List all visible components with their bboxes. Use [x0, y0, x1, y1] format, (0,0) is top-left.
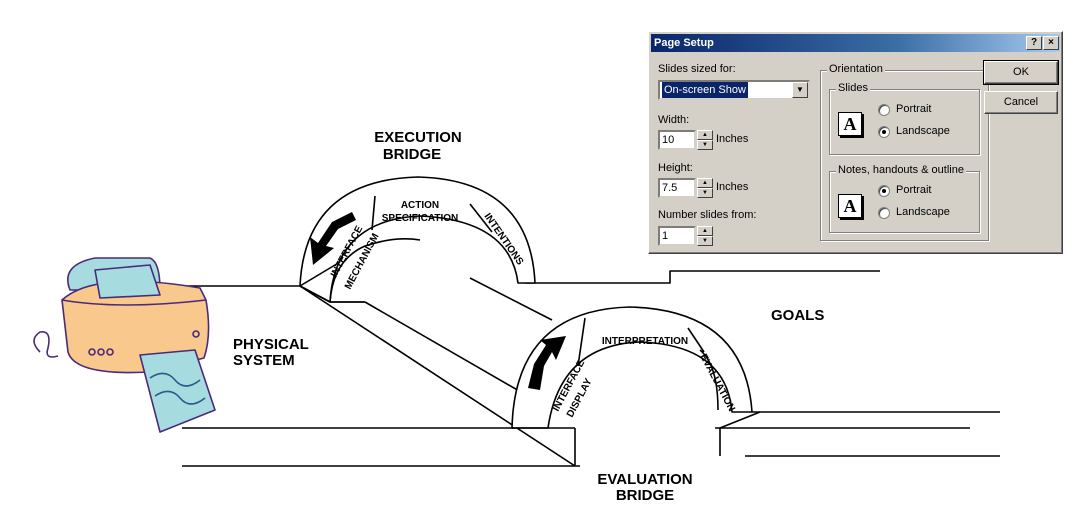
combo-arrow-icon[interactable]: ▼	[792, 82, 808, 98]
width-unit: Inches	[716, 133, 748, 145]
number-slides-from-label: Number slides from:	[658, 209, 756, 221]
slides-legend: Slides	[836, 82, 870, 94]
spin-up-icon[interactable]: ▲	[697, 130, 713, 140]
height-label: Height:	[658, 162, 693, 174]
slides-landscape-label[interactable]: Landscape	[896, 125, 950, 137]
printer-clipart	[34, 258, 215, 432]
notes-landscape-label[interactable]: Landscape	[896, 206, 950, 218]
slides-orientation-group: Slides A Portrait Landscape	[829, 89, 980, 155]
execution-bridge-label-2: BRIDGE	[383, 146, 441, 163]
width-label: Width:	[658, 114, 689, 126]
notes-legend: Notes, handouts & outline	[836, 164, 966, 176]
specification-label: SPECIFICATION	[382, 213, 458, 224]
slides-sized-for-select[interactable]: On-screen Show ▼	[658, 80, 810, 100]
slides-portrait-radio[interactable]	[878, 104, 890, 116]
slides-sized-for-label: Slides sized for:	[658, 63, 736, 75]
evaluation-bridge-label-2: BRIDGE	[616, 487, 674, 504]
width-input[interactable]: 10	[658, 130, 696, 150]
spin-down-icon[interactable]: ▼	[697, 236, 713, 246]
interpretation-label: INTERPRETATION	[602, 336, 688, 347]
spin-up-icon[interactable]: ▲	[697, 178, 713, 188]
orientation-legend: Orientation	[827, 63, 885, 75]
goals-label: GOALS	[771, 307, 824, 324]
notes-landscape-radio[interactable]	[878, 207, 890, 219]
dialog-titlebar: Page Setup ? ×	[651, 34, 1060, 52]
spin-down-icon[interactable]: ▼	[697, 188, 713, 198]
action-label: ACTION	[401, 200, 439, 211]
slides-portrait-label[interactable]: Portrait	[896, 103, 931, 115]
page-setup-dialog: Page Setup ? × Slides sized for: On-scre…	[648, 31, 1063, 254]
help-icon[interactable]: ?	[1026, 36, 1042, 50]
physical-system-label-1: PHYSICAL	[233, 336, 309, 353]
number-slides-from-input[interactable]: 1	[658, 226, 696, 246]
notes-portrait-label[interactable]: Portrait	[896, 184, 931, 196]
height-unit: Inches	[716, 181, 748, 193]
height-spinner[interactable]: ▲ ▼	[697, 178, 713, 198]
number-slides-spinner[interactable]: ▲ ▼	[697, 226, 713, 246]
dialog-title: Page Setup	[654, 37, 714, 49]
slides-sized-for-value: On-screen Show	[662, 82, 748, 98]
width-spinner[interactable]: ▲ ▼	[697, 130, 713, 150]
slides-landscape-radio[interactable]	[878, 126, 890, 138]
orientation-group: Orientation Slides A Portrait Landscape …	[820, 70, 989, 241]
spin-up-icon[interactable]: ▲	[697, 226, 713, 236]
orientation-a-icon: A	[838, 112, 862, 136]
cancel-button[interactable]: Cancel	[984, 91, 1058, 114]
close-icon[interactable]: ×	[1043, 36, 1059, 50]
lower-ground-line	[182, 428, 580, 466]
evaluation-bridge-label-1: EVALUATION	[597, 471, 692, 488]
spin-down-icon[interactable]: ▼	[697, 140, 713, 150]
notes-portrait-radio[interactable]	[878, 185, 890, 197]
height-input[interactable]: 7.5	[658, 178, 696, 198]
physical-system-label-2: SYSTEM	[233, 352, 295, 369]
ok-button[interactable]: OK	[984, 61, 1058, 84]
orientation-a-icon: A	[838, 194, 862, 218]
execution-bridge-label-1: EXECUTION	[374, 129, 462, 146]
right-ground-line	[715, 412, 1000, 456]
notes-orientation-group: Notes, handouts & outline A Portrait Lan…	[829, 171, 980, 233]
